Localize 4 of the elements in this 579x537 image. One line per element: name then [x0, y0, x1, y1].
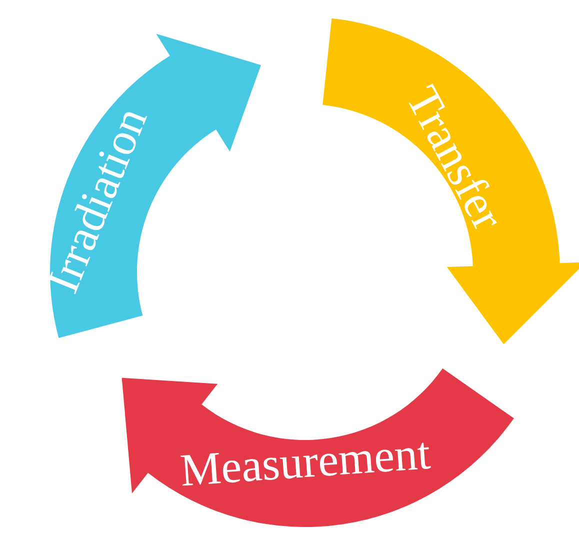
arrow-label: Measurement [178, 430, 432, 494]
curved-arrow [322, 18, 579, 345]
curved-arrow [121, 368, 515, 528]
curved-arrow [50, 33, 262, 339]
